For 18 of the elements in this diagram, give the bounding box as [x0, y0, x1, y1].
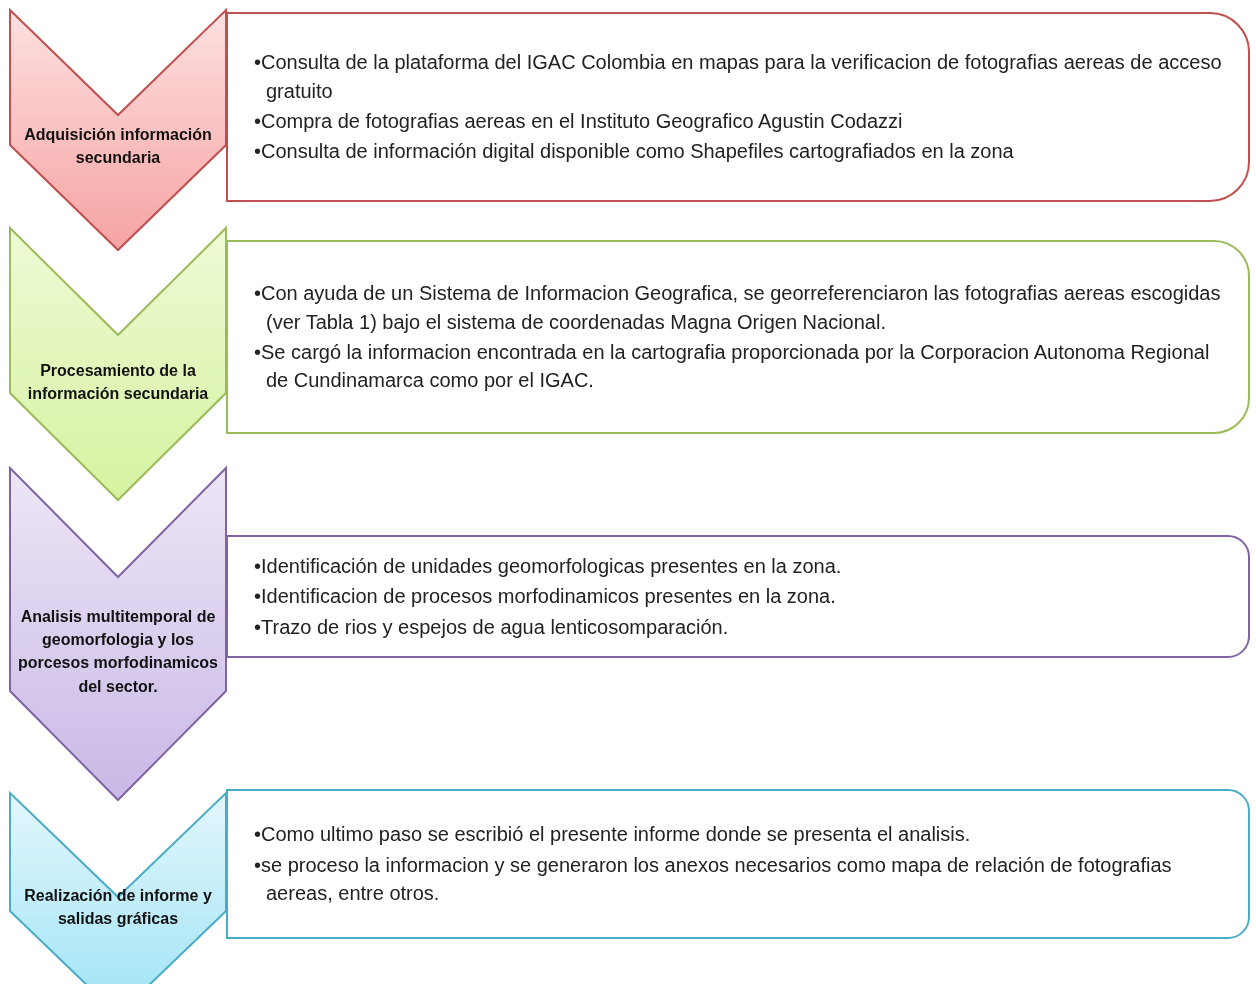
detail-box [226, 12, 1250, 202]
step-label: Procesamiento de la información secundaria [26, 360, 210, 404]
bullet-text: •Trazo de rios y espejos de agua lenticosomparación. [254, 614, 730, 640]
bullet-text: •Identificación de unidades geomorfologicas presentes en la zona. [254, 553, 843, 579]
bullet-text: •Identificacion de procesos morfodinamicos presentes en la zona. [254, 584, 837, 610]
detail-box [226, 789, 1250, 939]
bullet-text: •Con ayuda de un Sistema de Informacion Geografica, se georreferenciaron las fotografias aereas escogidas (ver Tabla 1) bajo el sistema de coordenadas Magna Origen Nacional. [254, 281, 1222, 335]
step-label: Analisis multitemporal de geomorfologia y los porcesos morfodinamicos del sector. [16, 606, 219, 697]
bullet-text: •se proceso la informacion y se generaron los anexos necesarios como mapa de relación de fotografias aereas, entre otros. [254, 852, 1173, 907]
step-label: Adquisición información secundaria [23, 124, 213, 168]
bullet-text: •Compra de fotografias aereas en el Instituto Geografico Agustin Codazzi [254, 109, 904, 134]
detail-box [226, 535, 1250, 658]
bullet-text: •Como ultimo paso se escribió el presente informe donde se presenta el analisis. [254, 822, 972, 848]
bullet-text: •Consulta de la plataforma del IGAC Colombia en mapas para la verificacion de fotografias aereas de acceso gratuito [254, 50, 1223, 104]
bullet-text: •Se cargó la informacion encontrada en la cartografia proporcionada por la Corporacion Autonoma Regional de Cundinamarca como por el IGAC. [254, 340, 1211, 394]
step-label: Realización de informe y salidas gráficas [23, 885, 213, 929]
bullet-text: •Consulta de información digital disponible como Shapefiles cartografiados en la zona [254, 139, 1015, 165]
detail-box [226, 240, 1250, 434]
